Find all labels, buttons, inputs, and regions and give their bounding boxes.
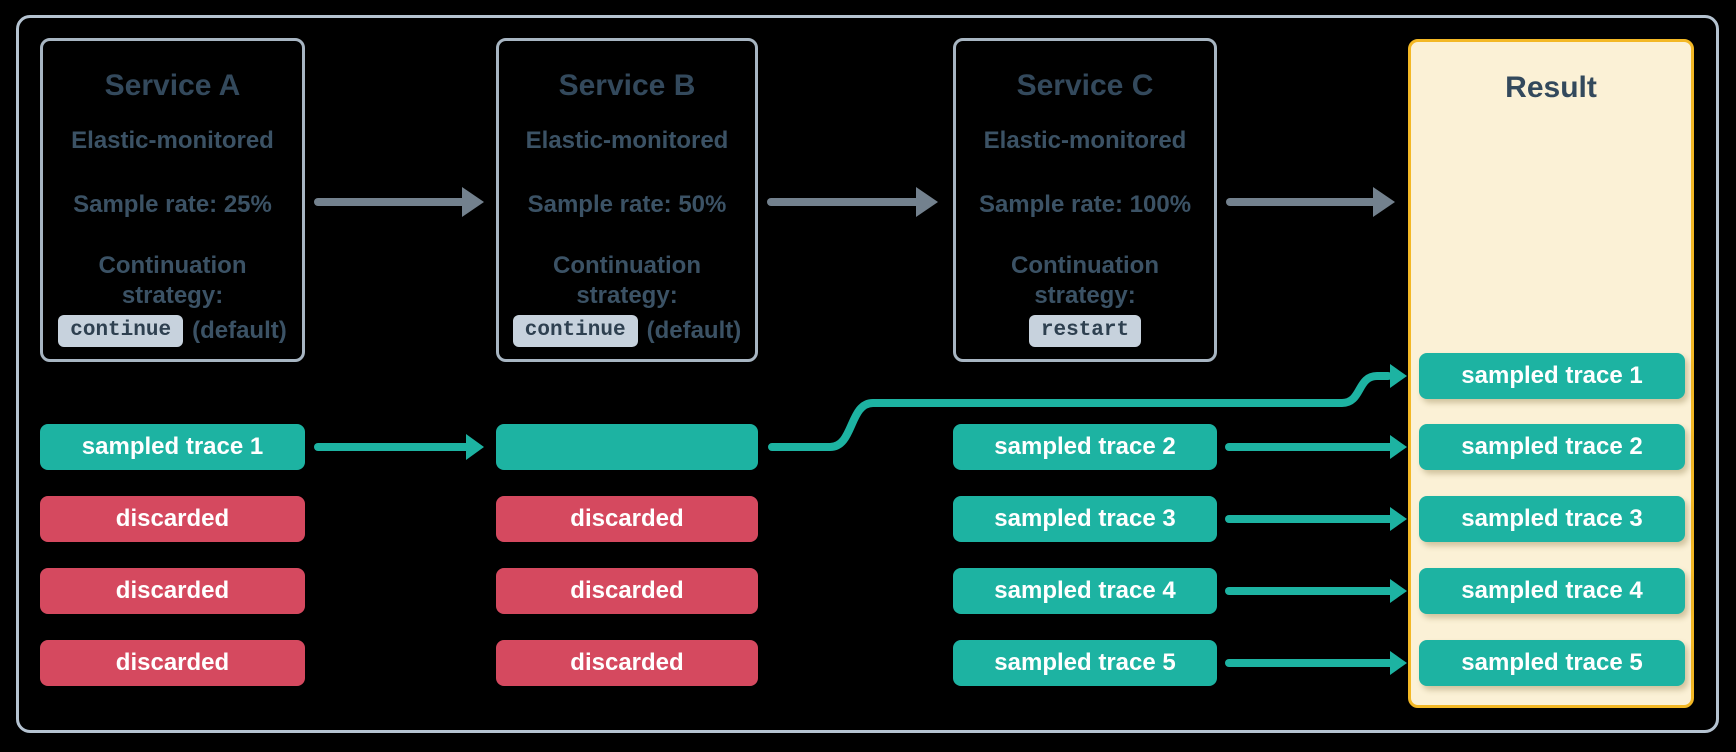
service-a-title: Service A [104,69,241,102]
discarded-chip-b2: discarded [496,496,758,542]
result-trace-chip-2: sampled trace 2 [1419,424,1685,470]
trace-chip-c4: sampled trace 5 [953,640,1217,686]
service-b-continuation-label: Continuation strategy: [553,252,701,309]
trace-chip-a1: sampled trace 1 [40,424,305,470]
strategy-badge: continue [512,315,638,347]
service-b-strategy-row: continue (default) [499,313,755,349]
result-trace-chip-3: sampled trace 3 [1419,496,1685,542]
service-card-a: Service A Elastic-monitored Sample rate:… [40,38,305,362]
result-title: Result [1505,71,1597,104]
result-trace-chip-5: sampled trace 5 [1419,640,1685,686]
result-trace-chip-1: sampled trace 1 [1419,353,1685,399]
service-c-continuation-label: Continuation strategy: [1011,252,1159,309]
strategy-suffix: (default) [646,317,742,344]
service-a-subtitle: Elastic-monitored [71,127,274,154]
service-c-subtitle: Elastic-monitored [983,127,1187,154]
service-a-strategy-row: continue (default) [43,313,302,349]
service-card-b: Service B Elastic-monitored Sample rate:… [496,38,758,362]
discarded-chip-a3: discarded [40,568,305,614]
discarded-chip-a2: discarded [40,496,305,542]
service-b-title: Service B [558,69,696,102]
service-card-c: Service C Elastic-monitored Sample rate:… [953,38,1217,362]
result-trace-chip-4: sampled trace 4 [1419,568,1685,614]
service-b-subtitle: Elastic-monitored [525,127,729,154]
trace-chip-c2: sampled trace 3 [953,496,1217,542]
service-c-title: Service C [1016,69,1154,102]
strategy-suffix: (default) [192,317,287,344]
service-a-continuation-label: Continuation strategy: [98,252,247,309]
service-b-sample-rate: Sample rate: 50% [527,191,727,218]
outer-frame [16,15,1719,733]
trace-chip-c1: sampled trace 2 [953,424,1217,470]
service-a-sample-rate: Sample rate: 25% [73,191,272,218]
strategy-badge: restart [1028,315,1142,347]
discarded-chip-a4: discarded [40,640,305,686]
discarded-chip-b3: discarded [496,568,758,614]
service-c-sample-rate: Sample rate: 100% [978,191,1192,218]
service-c-strategy-row: restart [956,313,1214,349]
trace-chip-c3: sampled trace 4 [953,568,1217,614]
strategy-badge: continue [58,315,184,347]
trace-chip-b1-unlabeled [496,424,758,470]
discarded-chip-b4: discarded [496,640,758,686]
